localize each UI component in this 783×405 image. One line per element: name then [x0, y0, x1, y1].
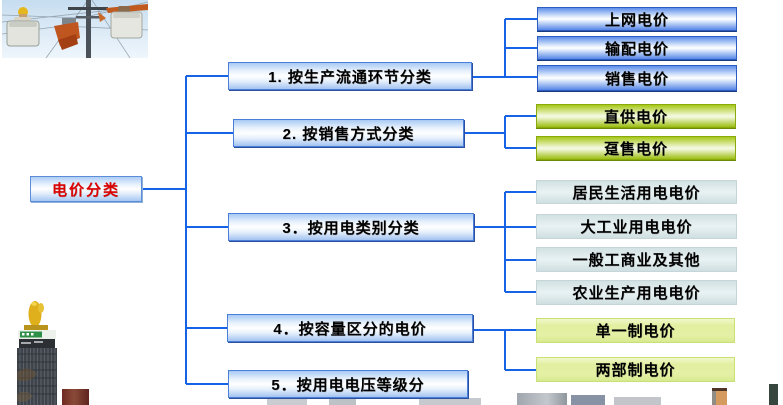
- photo-fragment: [267, 398, 307, 405]
- leaf-node-large-industry-price: 大工业用电电价: [536, 214, 737, 239]
- photo-fragment-orange-tower: [712, 388, 727, 405]
- photo-fragment: [62, 389, 89, 405]
- transformer-box: [62, 18, 76, 28]
- leaf-node-direct-supply-price: 直供电价: [536, 104, 736, 128]
- tower-building-illustration: [17, 301, 57, 405]
- statue-base: [24, 325, 48, 330]
- photo-fragment: [769, 384, 778, 405]
- leaf-node-general-commerce-price: 一般工商业及其他: [536, 247, 737, 272]
- power-line-workers-photo: [2, 0, 148, 58]
- utility-pole: [86, 0, 91, 58]
- leaf-node-grid-price: 上网电价: [537, 7, 737, 31]
- left-bucket: [6, 20, 40, 47]
- leaf-node-sales-price: 销售电价: [537, 65, 737, 91]
- branch-node-5: 5．按用电电压等级分: [228, 370, 468, 398]
- leaf-node-single-part-price: 单一制电价: [536, 318, 735, 343]
- photo-fragment: [614, 397, 661, 405]
- branch-node-3: 3．按用电类别分类: [228, 213, 474, 241]
- leaf-node-two-part-price: 两部制电价: [536, 357, 735, 382]
- branch-node-1: 1. 按生产流通环节分类: [228, 62, 472, 90]
- right-bucket: [110, 11, 143, 39]
- root-node-price-classification: 电价分类: [30, 176, 142, 202]
- photo-fragment: [329, 399, 356, 405]
- leaf-node-agriculture-price: 农业生产用电电价: [536, 280, 737, 305]
- branch-node-4: 4．按容量区分的电价: [227, 314, 473, 342]
- photo-fragment: [419, 398, 481, 405]
- golden-statue-tower-photo: [8, 298, 108, 405]
- branch-node-2: 2. 按销售方式分类: [233, 119, 464, 147]
- leaf-node-wholesale-price: 趸售电价: [536, 136, 736, 160]
- photo-fragment: [517, 393, 567, 405]
- leaf-node-transmission-price: 输配电价: [537, 36, 737, 60]
- leaf-node-residential-price: 居民生活用电电价: [536, 180, 737, 204]
- power-line-workers-illustration: [2, 0, 148, 58]
- photo-fragment: [571, 395, 605, 405]
